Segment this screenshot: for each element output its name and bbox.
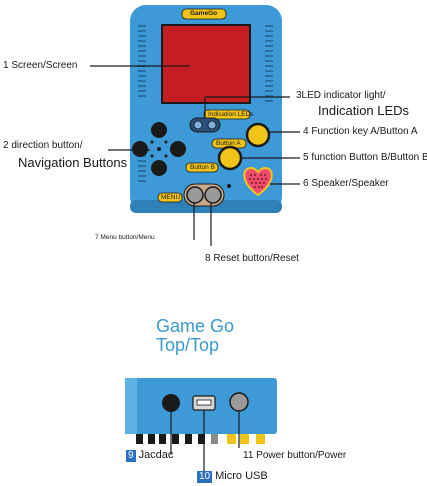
direction-label: 2 direction button/ (3, 140, 83, 151)
menu-label: MENU (161, 194, 181, 201)
function-b-label: 5 function Button B/Button B (303, 152, 427, 163)
top-view-bottom-ports (136, 434, 265, 444)
menu-button (186, 186, 204, 204)
top-title-1: Game Go (156, 316, 235, 336)
reset-label: 8 Reset button/Reset (205, 253, 299, 264)
function-a-label: 4 Function key A/Button A (303, 126, 418, 137)
screen-label: 1 Screen/Screen (3, 60, 78, 71)
usb-number: 10 (197, 471, 213, 483)
navigation-buttons (132, 122, 186, 176)
jacdac-number: 9 (126, 450, 136, 462)
power-label: 11 Power button/Power (243, 450, 347, 461)
button-b-label: Button B (190, 164, 215, 171)
usb-text: Micro USB (215, 470, 268, 482)
brand-label: GameGo (190, 10, 218, 17)
menu-reset-housing (183, 183, 225, 207)
speaker-label: 6 Speaker/Speaker (303, 178, 389, 189)
button-a (245, 122, 271, 148)
top-title-2: Top/Top (156, 335, 220, 355)
indication-label: Indication LEDs (318, 103, 410, 118)
led-label: 3LED indicator light/ (296, 90, 386, 101)
right-grill (265, 25, 273, 102)
power-button (229, 392, 249, 412)
button-b (217, 145, 243, 171)
jacdac-port (162, 394, 180, 412)
jacdac-text: Jacdac (138, 449, 174, 461)
leds-label: Indication LEDs (208, 111, 254, 118)
led-left (193, 120, 203, 130)
led-right (207, 120, 217, 130)
screen (161, 24, 251, 104)
navigation-label: Navigation Buttons (18, 155, 128, 170)
reset-button (204, 186, 222, 204)
menu-callout: 7 Menu button/Menu (95, 234, 155, 241)
button-a-label: Button A (216, 140, 241, 147)
